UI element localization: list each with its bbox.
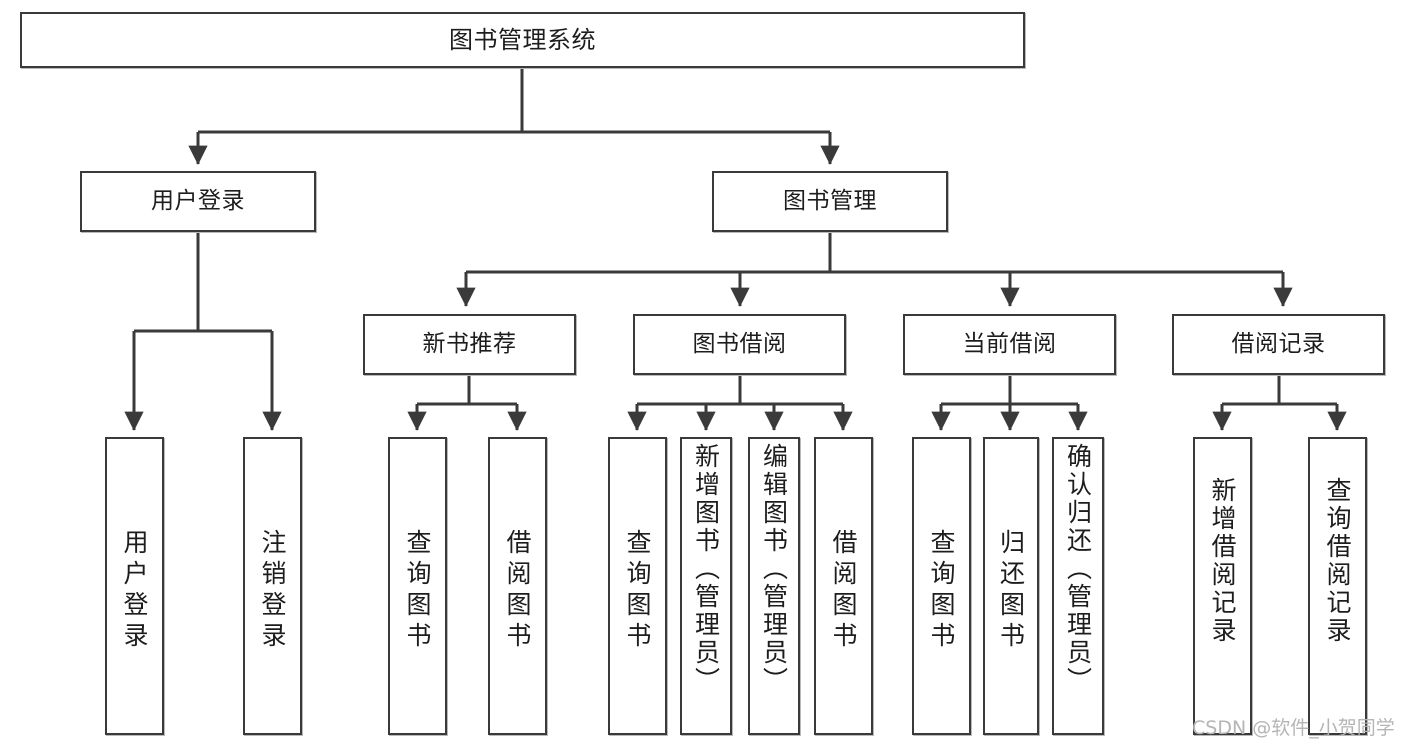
leaf-logout-login[interactable]: 注销登录 — [243, 437, 302, 735]
node-current-borrow[interactable]: 当前借阅 — [903, 314, 1116, 375]
node-borrow-record[interactable]: 借阅记录 — [1172, 314, 1385, 375]
node-book-management[interactable]: 图书管理 — [712, 171, 948, 232]
leaf-borrow-book-2[interactable]: 借阅图书 — [814, 437, 873, 735]
leaf-label: 查询图书 — [403, 529, 432, 653]
node-user-login[interactable]: 用户登录 — [80, 171, 316, 232]
leaf-label: 查询图书 — [623, 529, 652, 653]
node-label: 图书管理 — [783, 187, 877, 214]
leaf-edit-book[interactable]: 编辑图书（管理员） — [748, 437, 800, 735]
node-book-borrow[interactable]: 图书借阅 — [633, 314, 846, 375]
leaf-add-borrow-record[interactable]: 新增借阅记录 — [1193, 437, 1252, 735]
node-label: 用户登录 — [151, 187, 245, 214]
leaf-label: 编辑图书（管理员） — [759, 443, 789, 695]
leaf-label: 归还图书 — [996, 529, 1026, 653]
node-label: 当前借阅 — [962, 330, 1057, 357]
node-new-book-recommend[interactable]: 新书推荐 — [363, 314, 576, 375]
node-label: 新书推荐 — [422, 330, 517, 357]
leaf-query-book-3[interactable]: 查询图书 — [912, 437, 971, 735]
node-label: 图书管理系统 — [449, 25, 596, 54]
leaf-label: 查询借阅记录 — [1323, 477, 1352, 645]
leaf-label: 新增借阅记录 — [1208, 477, 1237, 645]
leaf-query-book-2[interactable]: 查询图书 — [608, 437, 667, 735]
csdn-watermark: CSDN @软件_小贺同学 — [1192, 717, 1395, 739]
node-root-book-management-system[interactable]: 图书管理系统 — [20, 12, 1025, 68]
leaf-label: 借阅图书 — [503, 529, 532, 653]
leaf-return-book[interactable]: 归还图书 — [983, 437, 1039, 735]
node-label: 图书借阅 — [692, 330, 787, 357]
leaf-borrow-book-1[interactable]: 借阅图书 — [488, 437, 547, 735]
leaf-query-book-1[interactable]: 查询图书 — [388, 437, 447, 735]
leaf-label: 确认归还（管理员） — [1063, 443, 1093, 695]
node-label: 借阅记录 — [1231, 330, 1326, 357]
leaf-label: 注销登录 — [258, 529, 287, 653]
leaf-label: 用户登录 — [120, 529, 149, 653]
leaf-label: 查询图书 — [927, 529, 956, 653]
leaf-add-book[interactable]: 新增图书（管理员） — [680, 437, 732, 735]
leaf-user-login[interactable]: 用户登录 — [105, 437, 164, 735]
leaf-label: 借阅图书 — [829, 529, 858, 653]
leaf-confirm-return[interactable]: 确认归还（管理员） — [1052, 437, 1104, 735]
leaf-query-borrow-record[interactable]: 查询借阅记录 — [1308, 437, 1367, 735]
leaf-label: 新增图书（管理员） — [691, 443, 721, 695]
